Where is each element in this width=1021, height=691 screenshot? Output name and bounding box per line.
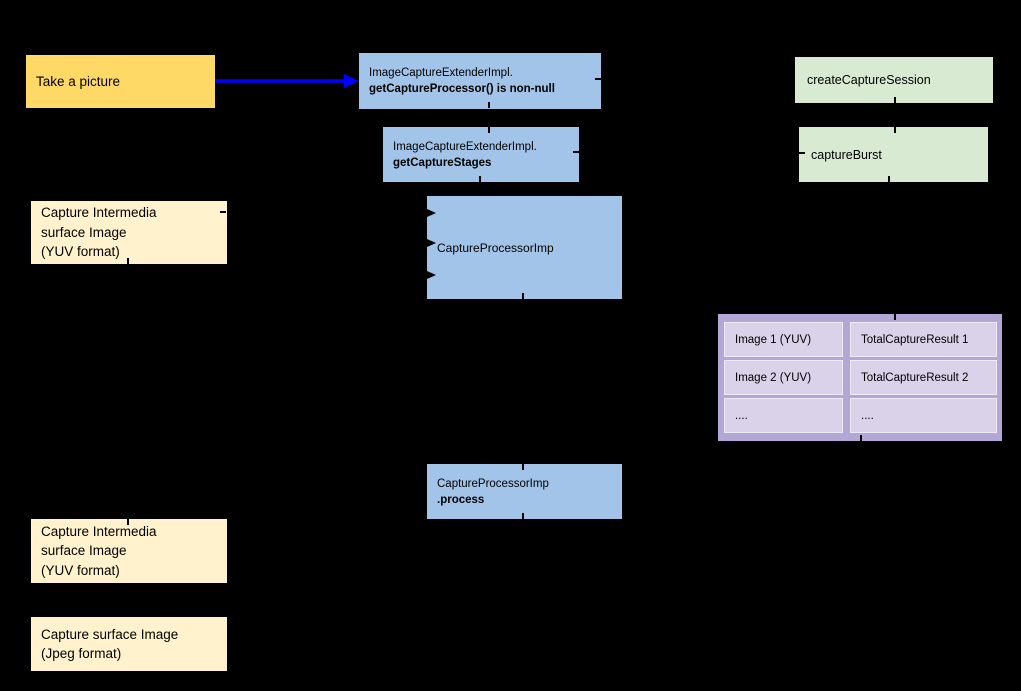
table-cell-image-more: .... bbox=[724, 398, 843, 433]
node-label: captureBurst bbox=[811, 147, 882, 162]
node-label-line1: ImageCaptureExtenderImpl. bbox=[369, 67, 513, 79]
connector-stub bbox=[488, 127, 490, 133]
node-label-line2: (Jpeg format) bbox=[41, 646, 122, 661]
node-create-capture-session: createCaptureSession bbox=[795, 57, 993, 103]
node-take-a-picture: Take a picture bbox=[26, 55, 215, 108]
node-label-line1: Capture surface Image bbox=[41, 626, 179, 642]
connector-stub bbox=[573, 151, 579, 153]
node-label-line2: getCaptureProcessor() is non-null bbox=[369, 83, 555, 95]
connector-stub bbox=[220, 211, 226, 213]
connector-stub bbox=[595, 78, 601, 80]
node-label-line2: surface Image bbox=[41, 224, 127, 240]
node-capture-processor-process: CaptureProcessorImp .process bbox=[427, 464, 622, 519]
connector-stub bbox=[522, 293, 524, 299]
node-label-line2: getCaptureStages bbox=[393, 156, 492, 169]
node-label: Take a picture bbox=[36, 74, 121, 89]
connector-stub bbox=[894, 127, 896, 133]
node-label-line1: CaptureProcessorImp bbox=[437, 477, 549, 490]
connector-stub bbox=[127, 519, 129, 525]
node-label-line3: (YUV format) bbox=[41, 562, 120, 578]
connector-stub bbox=[522, 513, 524, 519]
node-capture-surface-jpeg: Capture surface Image (Jpeg format) bbox=[31, 617, 227, 671]
capture-results-table: Image 1 (YUV) TotalCaptureResult 1 Image… bbox=[718, 314, 1002, 441]
table-cell-image-1: Image 1 (YUV) bbox=[724, 322, 843, 357]
connector-stub bbox=[488, 102, 490, 108]
node-capture-burst: captureBurst bbox=[799, 127, 988, 182]
arrowhead-stub bbox=[427, 209, 436, 217]
node-label-line1: ImageCaptureExtenderImpl. bbox=[393, 140, 537, 153]
node-capture-intermedia-surface-bottom: Capture Intermedia surface Image (YUV fo… bbox=[31, 519, 227, 583]
node-label: CaptureProcessorImp bbox=[437, 240, 554, 255]
table-cell-image-2: Image 2 (YUV) bbox=[724, 360, 843, 395]
node-get-capture-processor: ImageCaptureExtenderImpl. getCaptureProc… bbox=[359, 53, 601, 109]
node-get-capture-stages: ImageCaptureExtenderImpl. getCaptureStag… bbox=[383, 127, 579, 182]
node-label-line1: Capture Intermedia bbox=[41, 523, 157, 539]
table-cell-result-1: TotalCaptureResult 1 bbox=[850, 322, 997, 357]
node-capture-processor-imp: CaptureProcessorImp bbox=[427, 196, 622, 299]
arrowhead-stub bbox=[427, 239, 436, 247]
table-cell-result-more: .... bbox=[850, 398, 997, 433]
connector-stub bbox=[894, 97, 896, 103]
node-label-line1: Capture Intermedia bbox=[41, 205, 157, 221]
node-label-line2: .process bbox=[437, 493, 485, 506]
connector-stub bbox=[894, 314, 896, 320]
connector-stub bbox=[799, 152, 805, 154]
node-label-line3: (YUV format) bbox=[41, 244, 120, 260]
connector-stub bbox=[127, 258, 129, 264]
flow-arrow bbox=[215, 74, 359, 88]
connector-stub bbox=[479, 176, 481, 182]
connector-stub bbox=[860, 435, 862, 441]
connector-stub bbox=[888, 176, 890, 182]
node-label-line2: surface Image bbox=[41, 543, 127, 559]
table-cell-result-2: TotalCaptureResult 2 bbox=[850, 360, 997, 395]
node-capture-intermedia-surface-top: Capture Intermedia surface Image (YUV fo… bbox=[31, 201, 227, 264]
connector-stub bbox=[522, 464, 524, 470]
arrowhead-stub bbox=[427, 271, 436, 279]
node-label: createCaptureSession bbox=[807, 73, 931, 87]
